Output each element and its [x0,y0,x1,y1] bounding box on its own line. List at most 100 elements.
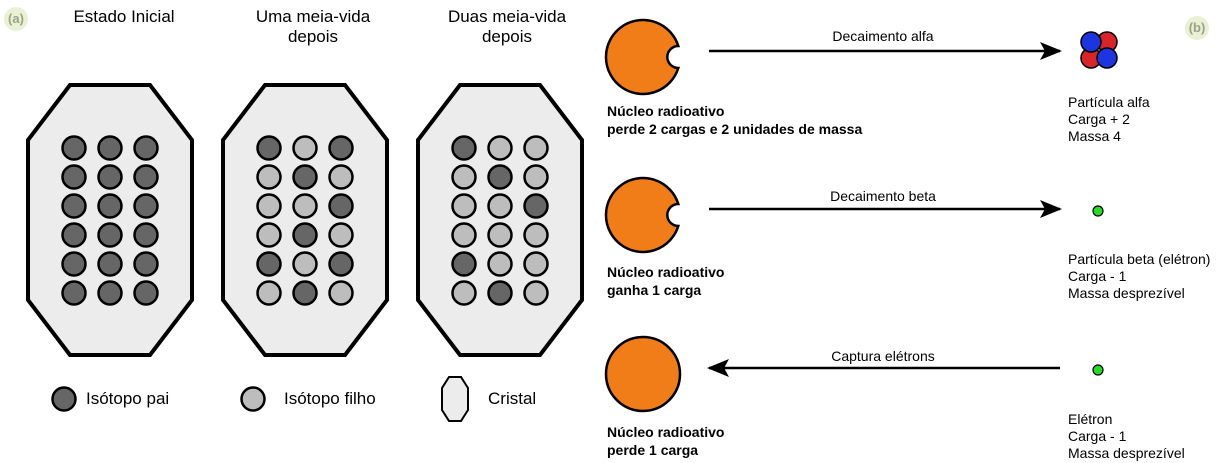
daughter-isotope-dot [451,280,477,306]
parent-isotope-dot [256,251,282,277]
parent-isotope-dot [292,164,318,190]
parent-isotope-dot [97,164,123,190]
arrow-label-capture: Captura elétrons [831,348,935,364]
radioactive-nucleus [604,176,681,254]
arrow-label-alpha: Decaimento alfa [832,28,934,44]
parent-isotope-dot [328,193,354,219]
radioactive-nucleus [604,18,681,96]
caption-line: Massa desprezível [1068,285,1185,301]
parent-isotope-dot [61,164,87,190]
neutron-ball [1080,31,1102,53]
parent-isotope-dot [133,251,159,277]
parent-isotope-dot [97,193,123,219]
daughter-isotope-dot [256,280,282,306]
daughter-isotope-dot [487,193,513,219]
parent-isotope-dot [61,135,87,161]
nucleus-caption-alpha: Núcleo radioativo perde 2 cargas e 2 uni… [607,102,862,138]
caption-line: Elétron [1068,411,1113,427]
parent-isotope-dot [133,222,159,248]
parent-isotope-dot [328,135,354,161]
legend-crystal-label: Cristal [488,389,537,408]
parent-isotope-dot [133,193,159,219]
daughter-isotope-dot [256,222,282,248]
panel-a-badge: (a) [4,7,28,31]
daughter-isotope-dot [256,193,282,219]
caption-line: Núcleo radioativo [607,424,725,440]
caption-line: perde 1 carga [607,442,699,458]
caption-line: Partícula alfa [1068,94,1150,110]
title-two-half-lives: Duas meia-vida depois [412,7,602,47]
title-line: Duas meia-vida [447,7,567,26]
nucleus-caption-beta: Núcleo radioativo ganha 1 carga [607,263,724,299]
parent-isotope-dot [487,280,513,306]
parent-isotope-dot [133,164,159,190]
daughter-isotope-dot [487,135,513,161]
daughter-isotope-dot [256,164,282,190]
neutron-ball [1096,47,1118,69]
legend-parent-icon [51,386,77,412]
title-line: Estado Inicial [73,7,175,26]
parent-isotope-dot [61,251,87,277]
arrow-head [707,359,729,377]
parent-isotope-dot [97,251,123,277]
caption-line: ganha 1 carga [607,282,702,298]
particle-caption-capture: Elétron Carga - 1 Massa desprezível [1068,411,1185,462]
parent-isotope-dot [523,193,549,219]
particle-caption-beta: Partícula beta (elétron) Carga - 1 Massa… [1068,251,1210,302]
parent-isotope-dot [133,135,159,161]
crystals-diagram [26,83,584,422]
caption-line: Partícula beta (elétron) [1068,251,1211,267]
caption-line: Carga - 1 [1068,428,1127,444]
daughter-isotope-dot [451,164,477,190]
arrow-head [1040,42,1062,60]
daughter-isotope-dot [328,280,354,306]
daughter-isotope-dot [523,222,549,248]
legend-daughter-icon [240,386,266,412]
parent-isotope-dot [328,251,354,277]
daughter-isotope-dot [523,164,549,190]
parent-isotope-dot [451,251,477,277]
daughter-isotope-dot [523,251,549,277]
arrow-label-beta: Decaimento beta [830,188,936,204]
daughter-isotope-dot [487,222,513,248]
legend-daughter-label: Isótopo filho [284,389,376,408]
daughter-isotope-dot [292,251,318,277]
caption-line: Núcleo radioativo [607,264,725,280]
title-one-half-life: Uma meia-vida depois [218,7,408,47]
electron-dot [1092,205,1104,217]
caption-line: Carga + 2 [1068,111,1130,127]
title-initial-state: Estado Inicial [29,7,219,27]
daughter-isotope-dot [292,135,318,161]
caption-line: Massa desprezível [1068,445,1185,461]
parent-isotope-dot [97,135,123,161]
parent-isotope-dot [256,135,282,161]
parent-isotope-dot [61,222,87,248]
daughter-isotope-dot [328,222,354,248]
caption-line: Massa 4 [1068,128,1121,144]
title-line: Uma meia-vida [255,7,371,26]
legend-parent-label: Isótopo pai [86,389,170,408]
daughter-isotope-dot [451,193,477,219]
parent-isotope-dot [451,135,477,161]
parent-isotope-dot [97,280,123,306]
particle-caption-alpha: Partícula alfa Carga + 2 Massa 4 [1068,94,1150,145]
arrow-head [1040,200,1062,218]
caption-line: Carga - 1 [1068,268,1127,284]
daughter-isotope-dot [487,251,513,277]
daughter-isotope-dot [523,135,549,161]
panel-b-badge: (b) [1185,16,1209,40]
parent-isotope-dot [61,193,87,219]
nucleus-caption-capture: Núcleo radioativo perde 1 carga [607,423,724,459]
caption-line: perde 2 cargas e 2 unidades de massa [607,121,863,137]
caption-line: Núcleo radioativo [607,103,725,119]
daughter-isotope-dot [523,280,549,306]
parent-isotope-dot [61,280,87,306]
electron-dot [1092,364,1104,376]
parent-isotope-dot [133,280,159,306]
parent-isotope-dot [487,164,513,190]
parent-isotope-dot [292,280,318,306]
radioactive-nucleus [604,335,682,413]
daughter-isotope-dot [328,164,354,190]
title-line: depois [481,27,533,46]
